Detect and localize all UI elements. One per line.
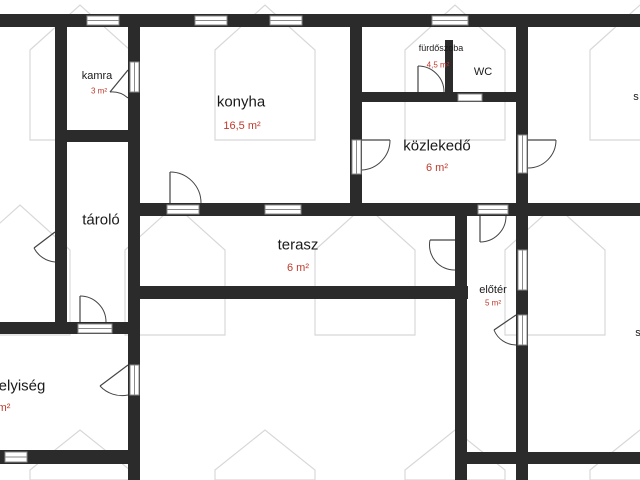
- room-label-wc: WC: [473, 66, 493, 78]
- room-area-kozlekedo: 6 m²: [426, 162, 448, 174]
- room-label-kozlekedo: közlekedő: [403, 137, 471, 155]
- room-label-tarolo: tároló: [82, 211, 120, 229]
- room-label-konyha: konyha: [216, 93, 266, 111]
- doors: [33, 65, 557, 397]
- room-area-kamra: 3 m²: [91, 86, 107, 96]
- walls: [0, 14, 640, 480]
- room-area-terasz: 6 m²: [287, 262, 309, 274]
- room-label-kamra: kamra: [81, 70, 113, 82]
- room-label-helyiseg: elyiség: [0, 377, 46, 395]
- room-label-fragment-right-top: s: [633, 91, 639, 103]
- room-area-furdoszoba: 4,5 m²: [426, 60, 450, 70]
- room-label-fragment-right-mid: s: [635, 327, 640, 339]
- room-label-eloter: előtér: [479, 284, 507, 296]
- room-area-helyiseg: m²: [0, 402, 11, 414]
- room-label-terasz: terasz: [277, 236, 319, 254]
- room-label-furdoszoba: fürdőszoba: [418, 43, 464, 53]
- windows: [4, 15, 528, 463]
- room-area-konyha: 16,5 m²: [223, 120, 261, 132]
- room-area-eloter: 5 m²: [485, 298, 501, 308]
